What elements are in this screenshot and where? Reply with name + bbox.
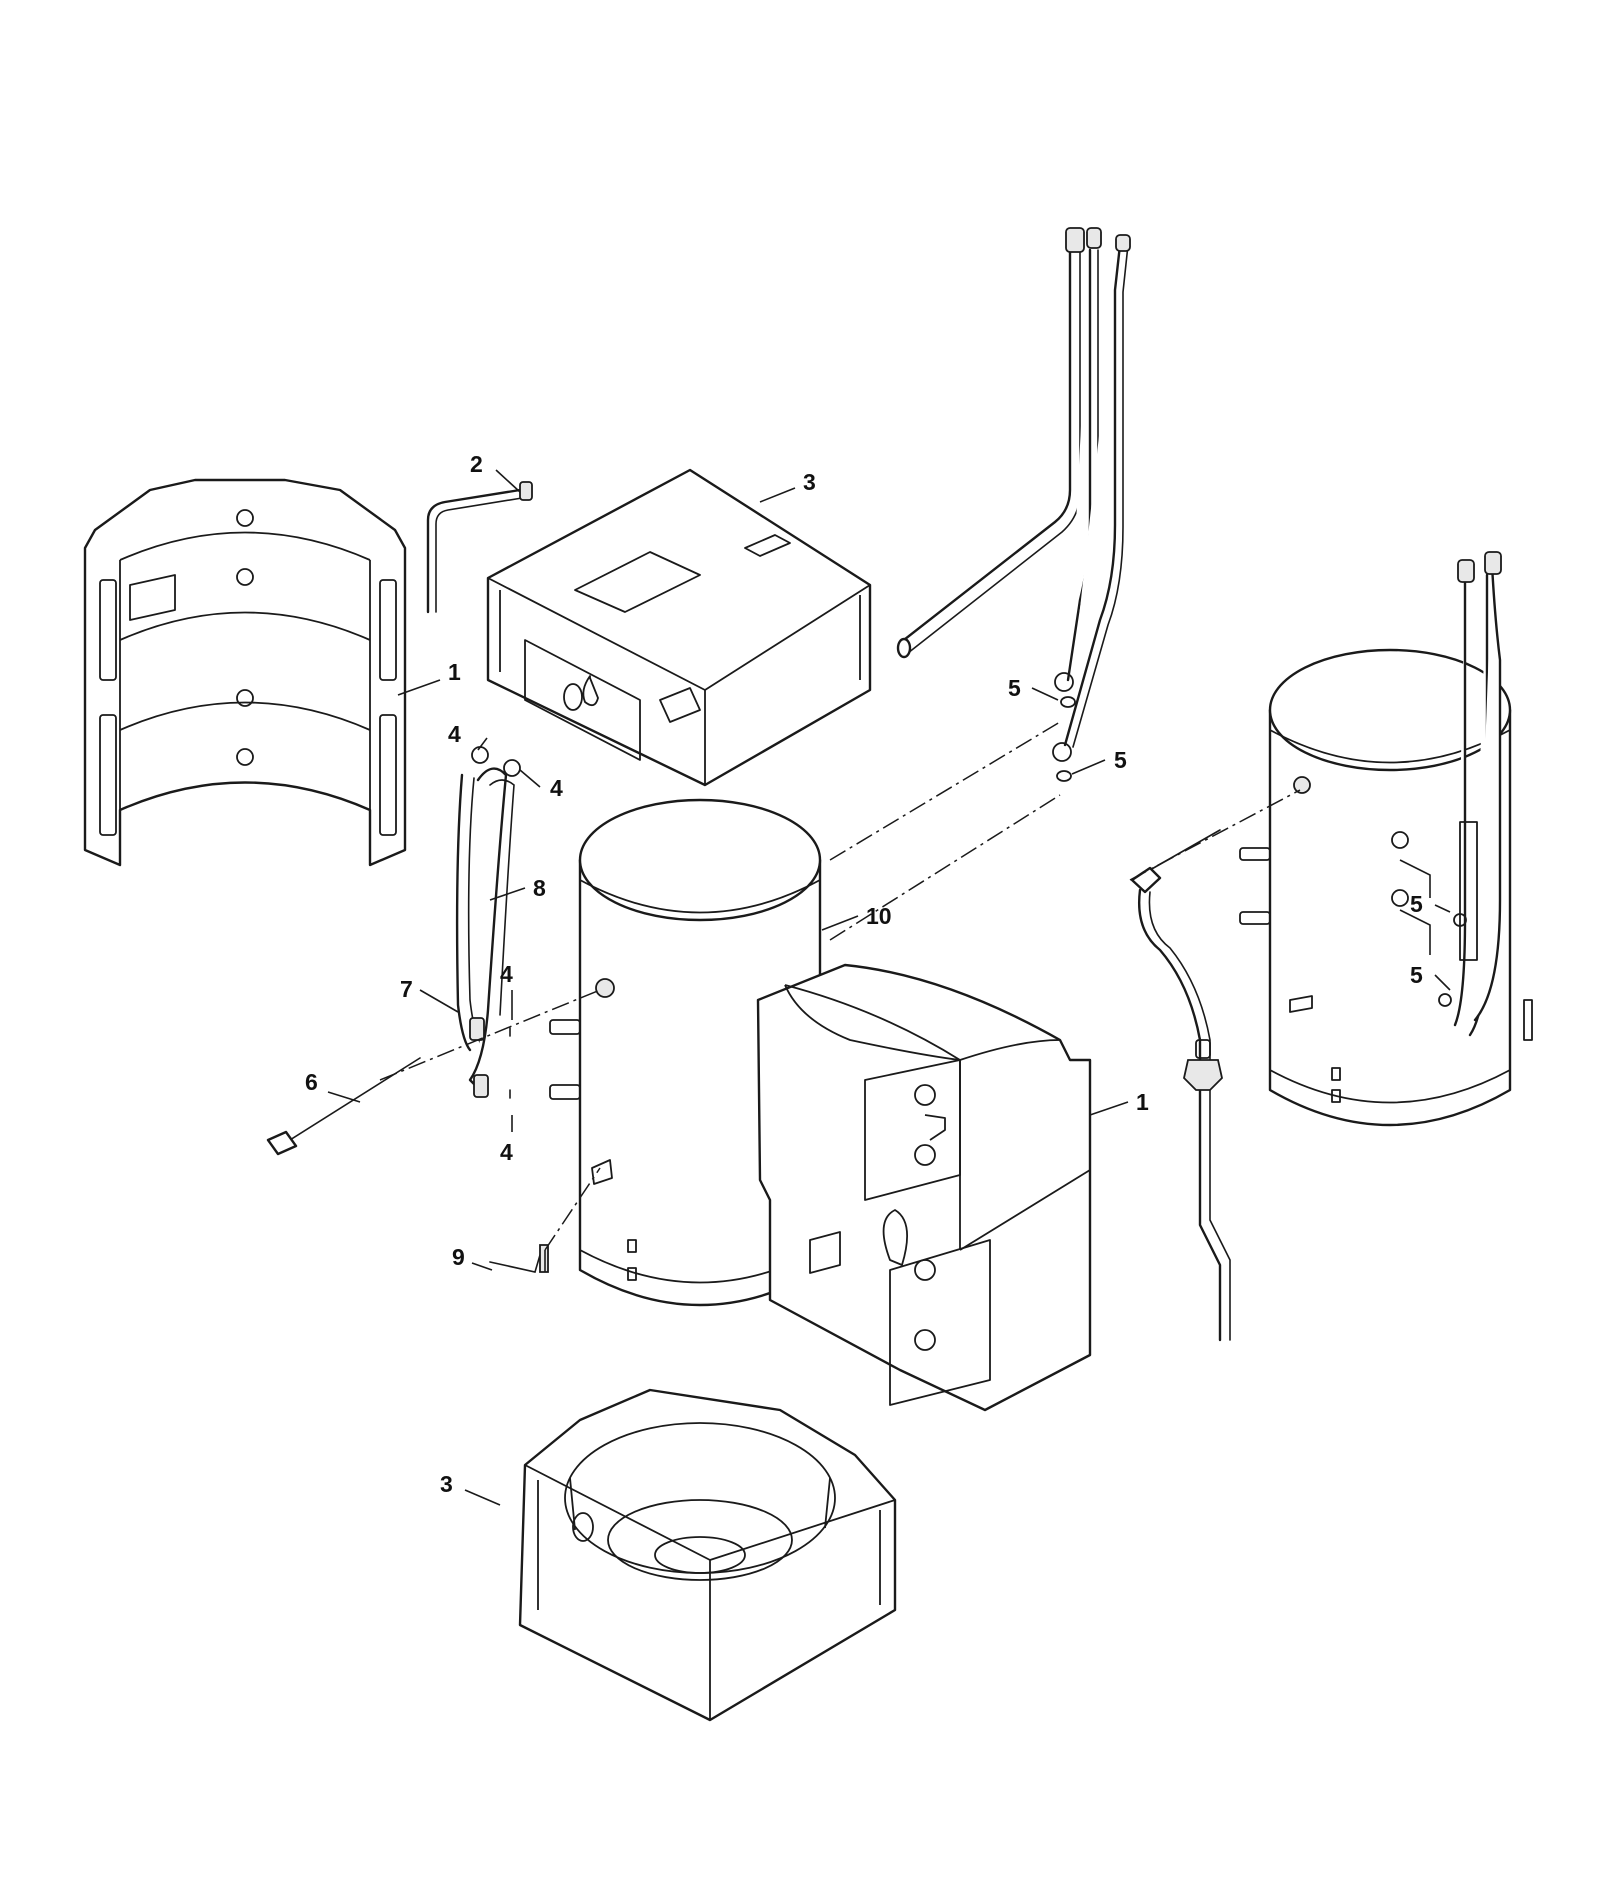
hot-water-tank-part-10 — [578, 798, 822, 1307]
callout-8-hose: 8 — [533, 875, 546, 901]
callout-4-lower: 4 — [500, 1139, 513, 1165]
sensor-clip-part-9 — [489, 1244, 549, 1273]
pipe-assembly-upper — [896, 227, 1131, 762]
callout-5-upper-b: 5 — [1114, 747, 1127, 773]
callout-7-hose: 7 — [400, 976, 413, 1002]
callout-3-top-cover: 3 — [803, 469, 816, 495]
top-cover-part-3 — [486, 468, 872, 787]
callout-3-base-tray: 3 — [440, 1471, 453, 1497]
callout-5-right-b: 5 — [1410, 962, 1423, 988]
insulation-half-shell-left — [83, 478, 407, 867]
callout-10-tank: 10 — [866, 903, 892, 929]
callout-4-upper-b: 4 — [550, 775, 563, 801]
sensor-probe-part-6 — [266, 1057, 421, 1156]
leader-lines — [327, 469, 1451, 1506]
base-tray-part-3 — [518, 1388, 897, 1722]
callout-4-upper-a: 4 — [448, 721, 461, 747]
front-insulation-shell — [756, 963, 1092, 1412]
connection-pins — [509, 1019, 581, 1100]
assembly-lines — [379, 721, 1431, 1272]
callout-labels: 1 2 3 4 4 5 5 8 7 4 10 6 4 1 9 3 5 5 — [305, 451, 1423, 1497]
callout-5-upper-a: 5 — [1008, 675, 1021, 701]
callout-4-middle: 4 — [500, 961, 513, 987]
assembled-tank-right — [1239, 551, 1533, 1127]
sensor-pipe-part-2 — [426, 481, 533, 614]
callout-9-clip: 9 — [452, 1244, 465, 1270]
o-rings-upper — [1056, 696, 1076, 782]
callout-1-front-shell: 1 — [1136, 1089, 1149, 1115]
flex-hoses-part-7-8 — [455, 767, 515, 1098]
callout-2: 2 — [470, 451, 483, 477]
callout-5-right-a: 5 — [1410, 891, 1423, 917]
sensor-lead-right — [1130, 829, 1231, 1342]
callout-6-probe: 6 — [305, 1069, 318, 1095]
callout-1-left-shell: 1 — [448, 659, 461, 685]
